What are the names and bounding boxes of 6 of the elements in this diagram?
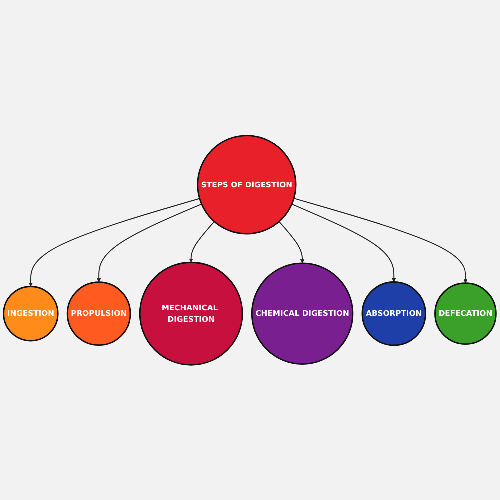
arrow: [278, 220, 305, 264]
arrow: [189, 220, 216, 262]
arrow: [28, 198, 200, 286]
arrow: [294, 198, 468, 284]
arrow: [96, 203, 202, 282]
arrow: [292, 203, 396, 282]
